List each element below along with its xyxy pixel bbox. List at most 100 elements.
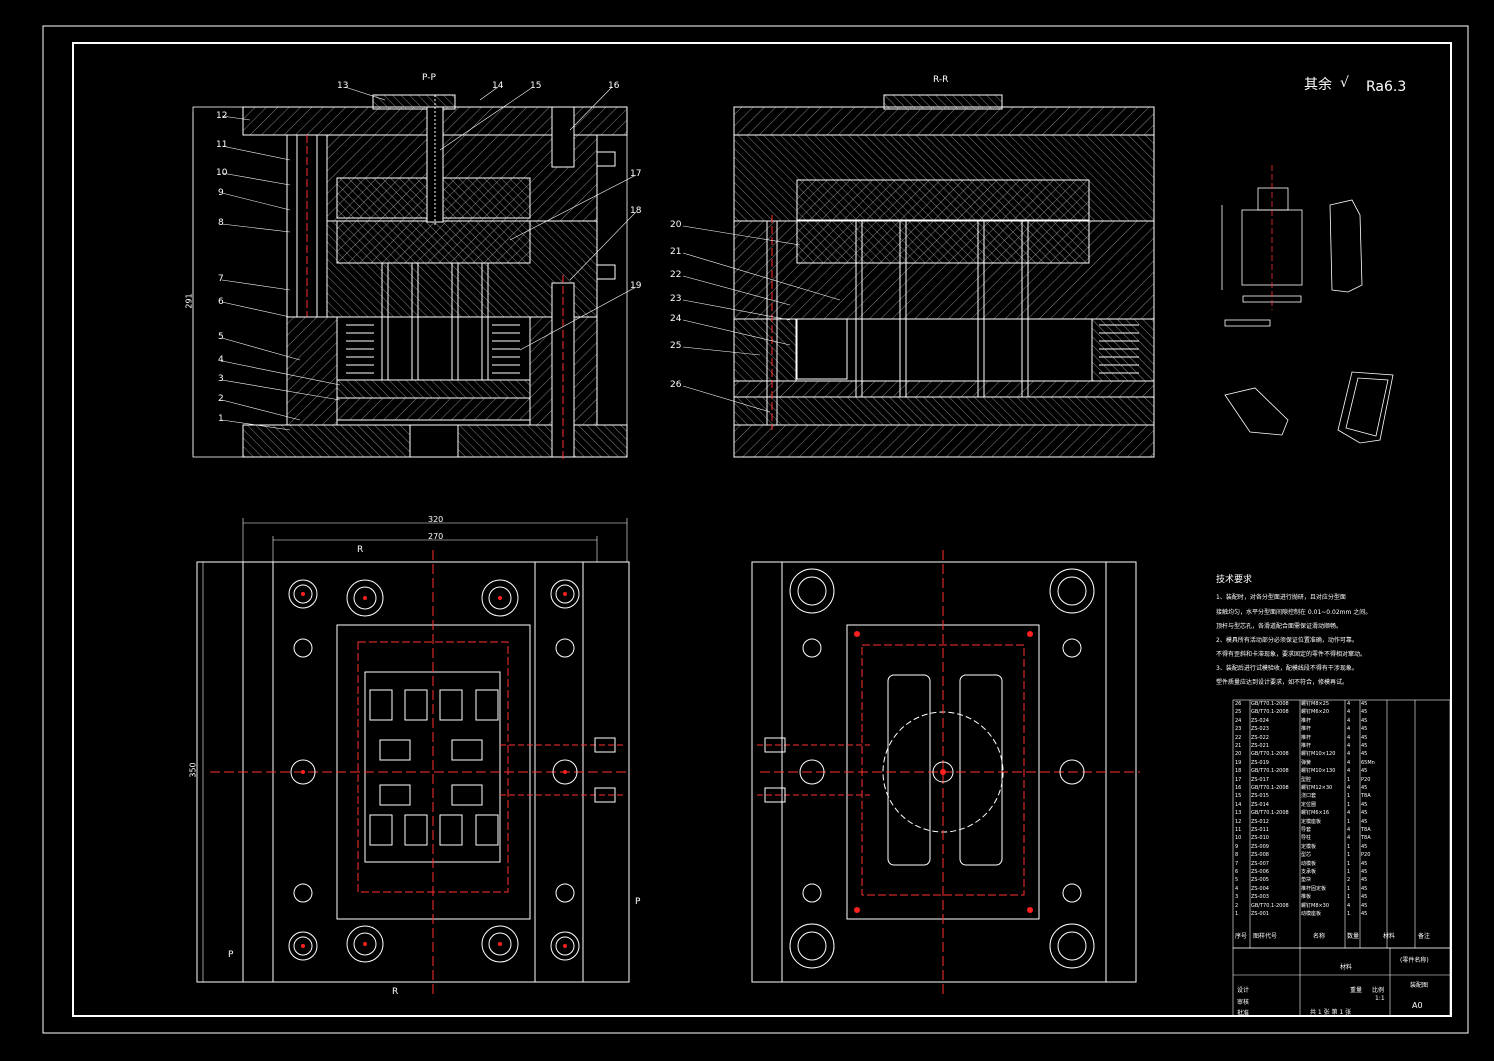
dim-350: 350 <box>188 762 198 778</box>
callout-1: 1 <box>218 414 224 424</box>
bom-header-cell: 序号 <box>1235 933 1248 940</box>
callout-25: 25 <box>670 341 682 351</box>
callout-6: 6 <box>218 297 224 307</box>
bom-cell: 螺钉M6×20 <box>1301 709 1330 716</box>
bom-cell: ZS-012 <box>1251 818 1269 825</box>
bom-header-cell: 名称 <box>1313 933 1326 940</box>
bom-cell: 45 <box>1361 869 1368 875</box>
bom-cell: 支承板 <box>1301 869 1317 875</box>
title-material: 材料 <box>1340 964 1353 971</box>
bom-cell: 23 <box>1235 726 1242 733</box>
callout-4: 4 <box>218 355 224 365</box>
bom-cell: 19 <box>1235 759 1242 766</box>
bom-cell: ZS-001 <box>1251 911 1269 917</box>
bom-cell: 4 <box>1347 734 1351 741</box>
callout-18: 18 <box>630 206 642 216</box>
bom-cell: 1 <box>1235 911 1239 917</box>
bom-cell: 12 <box>1235 818 1242 825</box>
bom-cell: 24 <box>1235 717 1242 724</box>
bom-cell: 14 <box>1235 801 1242 808</box>
bom-cell: 螺钉M10×120 <box>1301 751 1336 758</box>
tech-line-7: 塑件质量应达到设计要求，如不符合，修模再试。 <box>1216 679 1349 686</box>
bom-cell: 推板 <box>1301 894 1312 901</box>
bom-cell: 螺钉M10×130 <box>1301 768 1336 775</box>
bom-cell: 1 <box>1347 869 1351 875</box>
title-design: 设计 <box>1237 987 1250 994</box>
bom-cell: 4 <box>1347 810 1351 817</box>
bom-cell: 45 <box>1361 709 1368 716</box>
callout-20: 20 <box>670 220 682 230</box>
section-mark-r-bottom: R <box>392 987 399 997</box>
bom-cell: 推杆固定板 <box>1301 885 1327 892</box>
bom-cell: GB/T70.1-2008 <box>1251 810 1289 817</box>
bom-cell: 6 <box>1235 869 1239 875</box>
tech-line-1: 1、装配时，对各分型面进行抛研，且对应分型面 <box>1216 594 1346 601</box>
bom-cell: ZS-006 <box>1251 869 1269 875</box>
bom-cell: 定位圈 <box>1301 801 1317 808</box>
bom-cell: ZS-007 <box>1251 860 1269 867</box>
bom-cell: 4 <box>1347 827 1351 833</box>
tech-line-5: 不得有歪斜和卡滞现象，要求固定的零件不得相对窜动。 <box>1216 651 1367 658</box>
bom-cell: T8A <box>1361 793 1371 800</box>
bom-cell: 45 <box>1361 701 1368 707</box>
bom-cell: 螺钉M8×25 <box>1301 701 1330 707</box>
bom-header-cell: 材料 <box>1383 933 1396 940</box>
bom-cell: 推杆 <box>1301 734 1312 741</box>
callout-2: 2 <box>218 394 224 404</box>
bom-header-cell: 备注 <box>1418 933 1431 940</box>
bom-cell: 4 <box>1347 743 1351 749</box>
pp-section-view <box>192 86 637 460</box>
callout-14: 14 <box>492 81 504 91</box>
bom-cell: 20 <box>1235 751 1242 758</box>
bom-cell: ZS-004 <box>1251 885 1269 892</box>
bom-cell: GB/T70.1-2008 <box>1251 751 1289 758</box>
bom-cell: 17 <box>1235 776 1242 783</box>
bom-cell: 26 <box>1235 701 1242 707</box>
bom-cell: 4 <box>1347 726 1351 733</box>
callout-24: 24 <box>670 314 682 324</box>
tech-line-3: 顶杆与型芯孔，各滑道配合面需保证滑动顺畅。 <box>1216 623 1343 630</box>
title-ratio: 比例 <box>1372 987 1385 994</box>
bom-cell: 65Mn <box>1361 759 1375 766</box>
callout-21: 21 <box>670 247 682 257</box>
callout-26: 26 <box>670 380 682 390</box>
bom-cell: 13 <box>1235 810 1242 817</box>
roughness-prefix: 其余 <box>1304 77 1332 93</box>
callout-10: 10 <box>216 168 228 178</box>
callout-16: 16 <box>608 81 620 91</box>
bom-cell: 1 <box>1347 911 1351 917</box>
bom-cell: T8A <box>1361 827 1371 833</box>
bom-cell: 45 <box>1361 785 1368 791</box>
bom-cell: 4 <box>1347 701 1351 707</box>
bom-cell: 型腔 <box>1301 776 1312 783</box>
tech-line-4: 2、模具所有活动部分必须保证位置准确，动作可靠。 <box>1216 637 1358 644</box>
bom-table-frame <box>1232 699 1451 1017</box>
callout-9: 9 <box>218 188 224 198</box>
callout-5: 5 <box>218 332 224 342</box>
dim-291: 291 <box>184 293 194 309</box>
callout-19: 19 <box>630 281 642 291</box>
bom-cell: 45 <box>1361 885 1368 892</box>
bom-cell: 7 <box>1235 860 1239 867</box>
bom-cell: 4 <box>1347 709 1351 716</box>
bom-cell: 1 <box>1347 852 1351 859</box>
bom-cell: 1 <box>1347 793 1351 800</box>
bom-cell: 4 <box>1347 768 1351 775</box>
bom-cell: 18 <box>1235 768 1242 775</box>
bom-cell: 45 <box>1361 726 1368 733</box>
bom-cell: 螺钉M12×30 <box>1301 785 1333 791</box>
callout-23: 23 <box>670 294 682 304</box>
bom-cell: ZS-010 <box>1251 835 1269 842</box>
bom-header-cell: 图样代号 <box>1253 933 1278 940</box>
bom-cell: P20 <box>1361 852 1371 859</box>
bom-cell: 4 <box>1347 902 1351 909</box>
callout-7: 7 <box>218 274 224 284</box>
bom-cell: 导柱 <box>1301 835 1312 842</box>
bom-header-cell: 数量 <box>1347 933 1360 940</box>
bom-cell: 4 <box>1347 835 1351 842</box>
bom-cell: 11 <box>1235 827 1242 833</box>
bom-cell: 浇口套 <box>1301 793 1317 800</box>
bom-cell: 1 <box>1347 843 1351 850</box>
title-sheets: 共 1 张 第 1 张 <box>1310 1009 1352 1016</box>
bom-cell: ZS-005 <box>1251 877 1269 884</box>
